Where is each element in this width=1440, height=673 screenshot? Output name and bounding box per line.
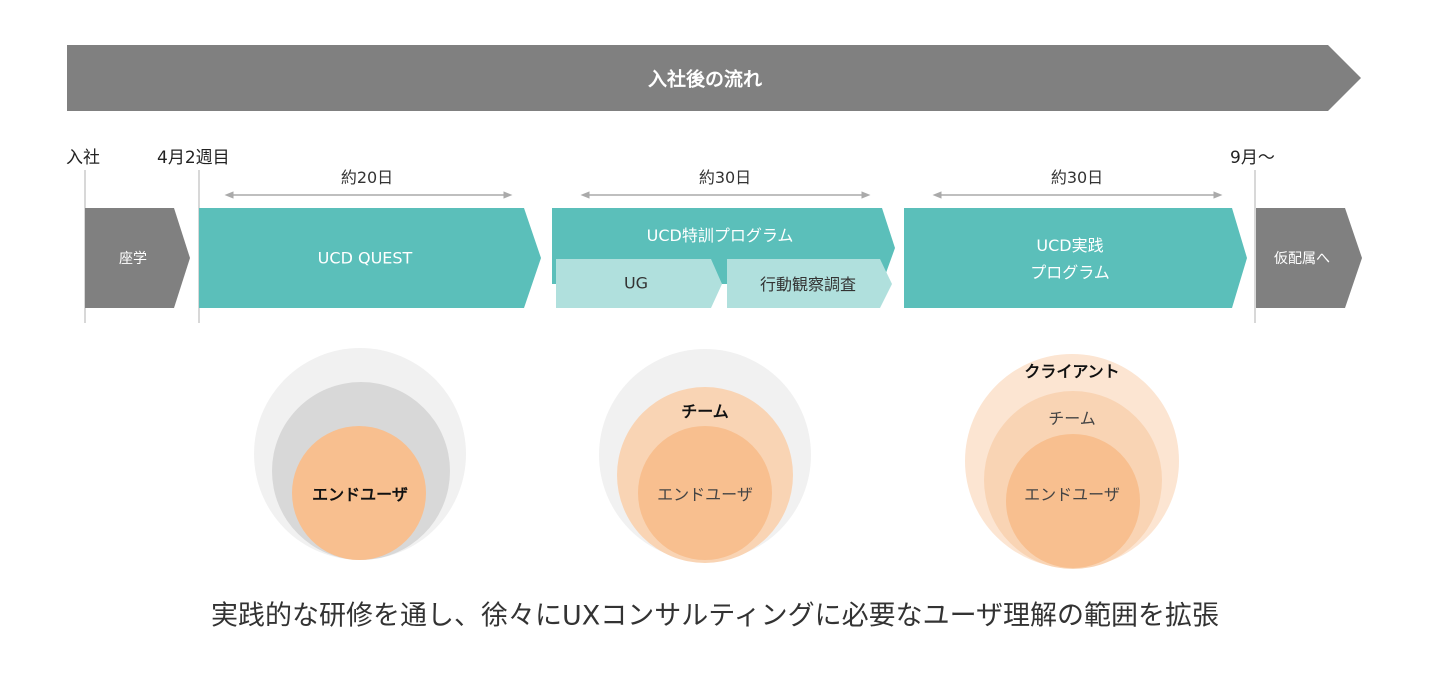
milestone-join: 入社 <box>66 148 100 168</box>
phase-assignment-chevron <box>1256 208 1362 308</box>
circle1-inner <box>292 426 426 560</box>
milestone-september: 9月～ <box>1230 148 1275 168</box>
phase-practice-label-line1: UCD実践 <box>1036 236 1104 255</box>
circle2-inner-label: エンドユーザ <box>657 485 753 504</box>
phase-training-label: UCD特訓プログラム <box>646 226 794 245</box>
phase-practice-label-line2: プログラム <box>1030 263 1110 282</box>
circle2-inner <box>638 426 772 560</box>
banner-arrow <box>67 45 1361 111</box>
duration-label-1: 約20日 <box>340 168 394 187</box>
circle3-outer-label: クライアント <box>1024 362 1120 381</box>
milestone-april: 4月2週目 <box>157 148 230 168</box>
phase-quest-label: UCD QUEST <box>317 248 413 268</box>
phase-quest-chevron <box>199 208 541 308</box>
phase-ug-label: UG <box>623 273 649 293</box>
circle3-inner-label: エンドユーザ <box>1024 485 1120 504</box>
phase-observation-label: 行動観察調査 <box>759 275 857 294</box>
circle2-middle-label: チーム <box>681 402 729 421</box>
duration-label-3: 約30日 <box>1050 168 1104 187</box>
circle3-inner <box>1006 434 1140 568</box>
phase-lecture-label: 座学 <box>119 251 147 267</box>
phase-ug-chevron <box>556 259 722 308</box>
phase-practice-chevron <box>904 208 1247 308</box>
phase-lecture-chevron <box>85 208 190 308</box>
phase-assignment-label: 仮配属へ <box>1274 251 1330 267</box>
circle1-inner-label: エンドユーザ <box>312 485 408 504</box>
circle3-middle-label: チーム <box>1048 409 1096 428</box>
phase-observation-chevron <box>727 259 892 308</box>
banner-title: 入社後の流れ <box>647 68 763 91</box>
caption: 実践的な研修を通し、徐々にUXコンサルティングに必要なユーザ理解の範囲を拡張 <box>210 600 1220 632</box>
duration-label-2: 約30日 <box>698 168 752 187</box>
